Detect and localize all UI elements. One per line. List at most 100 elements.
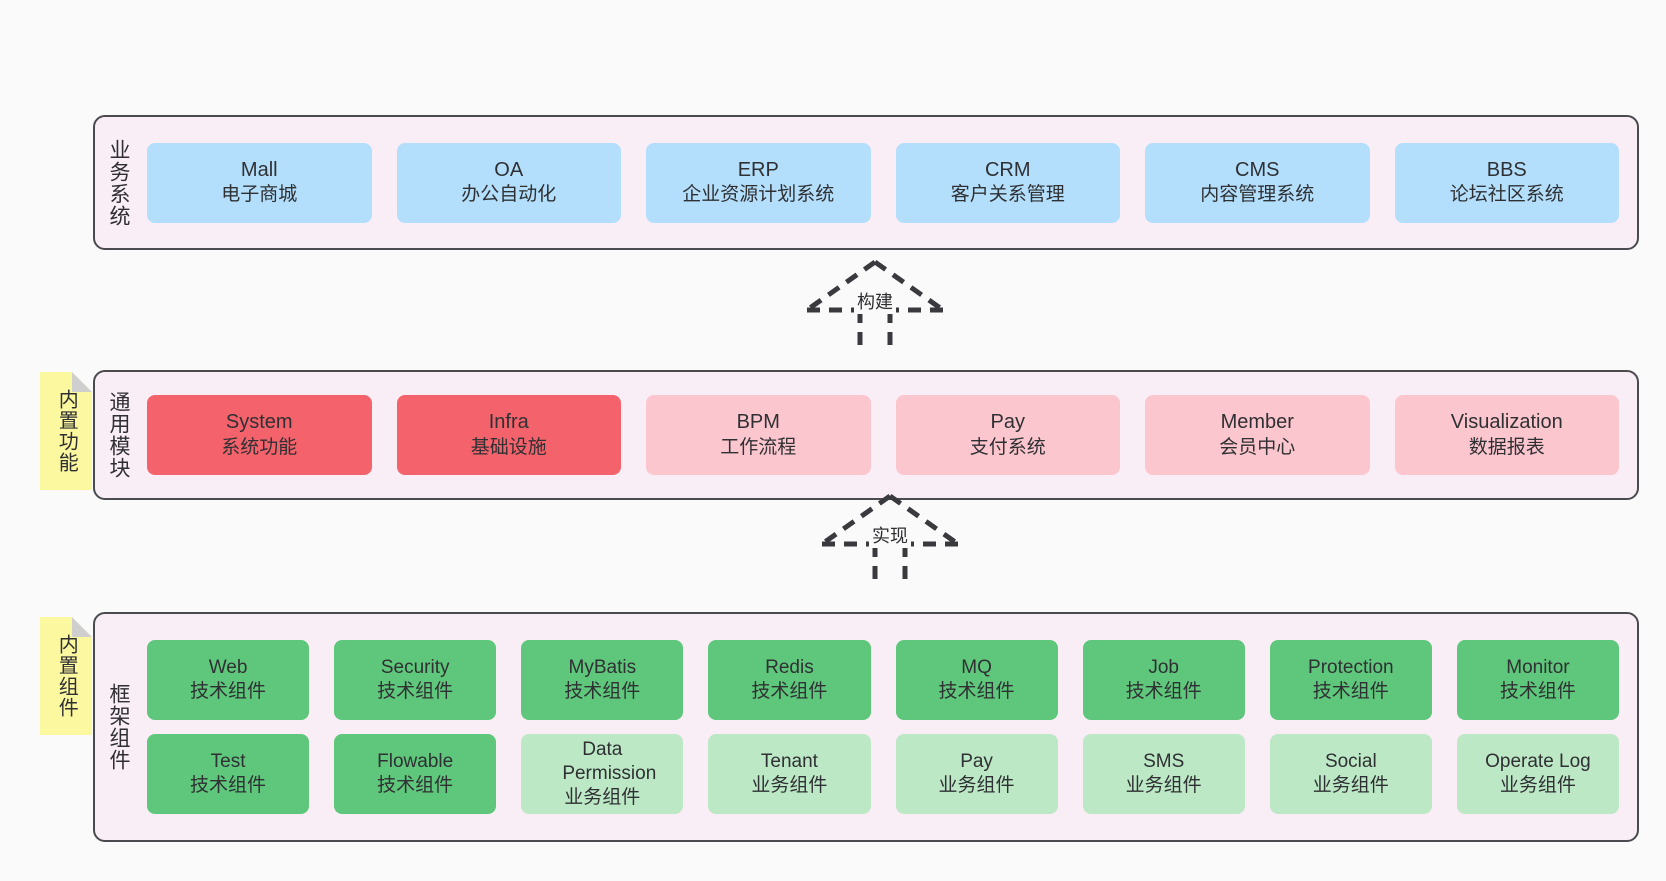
card-title: Tenant <box>760 750 818 772</box>
card-bpm[interactable]: BPM 工作流程 <box>646 395 871 475</box>
card-title: Protection <box>1308 656 1394 678</box>
card-web[interactable]: Web 技术组件 <box>147 640 310 720</box>
card-oa[interactable]: OA 办公自动化 <box>396 142 621 223</box>
note-label: 内置组件 <box>55 634 78 718</box>
card-member[interactable]: Member 会员中心 <box>1145 395 1370 475</box>
card-security[interactable]: Security 技术组件 <box>334 640 497 720</box>
card-title: Job <box>1148 656 1179 678</box>
card-subtitle: 内容管理系统 <box>1200 184 1315 206</box>
card-subtitle: 业务组件 <box>751 775 828 796</box>
card-title: Infra <box>488 411 529 434</box>
card-title: Security <box>380 656 450 678</box>
card-bbs[interactable]: BBS 论坛社区系统 <box>1394 142 1619 223</box>
card-title: CMS <box>1235 158 1280 181</box>
card-subtitle: 会员中心 <box>1219 436 1296 458</box>
card-subtitle: 技术组件 <box>1499 681 1576 702</box>
card-job[interactable]: Job 技术组件 <box>1082 640 1245 720</box>
layer-business-system-title: 业务系统 <box>106 138 130 227</box>
card-title: Test <box>210 750 246 772</box>
card-mybatis[interactable]: MyBatis 技术组件 <box>521 640 684 720</box>
card-title: MQ <box>961 656 992 678</box>
card-pay-component[interactable]: Pay 业务组件 <box>895 734 1058 814</box>
card-subtitle: 技术组件 <box>1125 681 1202 702</box>
note-fold-icon <box>72 617 92 637</box>
card-monitor[interactable]: Monitor 技术组件 <box>1456 640 1619 720</box>
card-subtitle: 电子商城 <box>221 184 298 206</box>
card-title: Operate Log <box>1485 750 1591 772</box>
card-subtitle: 办公自动化 <box>461 184 557 206</box>
card-flowable[interactable]: Flowable 技术组件 <box>334 734 497 814</box>
card-redis[interactable]: Redis 技术组件 <box>708 640 871 720</box>
card-subtitle: 技术组件 <box>1312 681 1389 702</box>
card-subtitle: 技术组件 <box>377 775 454 796</box>
layer-business-system-body: Mall 电子商城 OA 办公自动化 ERP 企业资源计划系统 CRM 客户关系… <box>141 117 1637 248</box>
card-subtitle: 业务组件 <box>1499 775 1576 796</box>
card-test[interactable]: Test 技术组件 <box>147 734 310 814</box>
generalization-arrow-icon <box>805 259 945 354</box>
card-subtitle: 业务组件 <box>564 787 641 809</box>
card-subtitle: 业务组件 <box>938 775 1015 796</box>
card-subtitle: 业务组件 <box>1312 775 1389 796</box>
card-subtitle: 企业资源计划系统 <box>682 184 835 206</box>
card-title: Visualization <box>1450 411 1563 434</box>
card-subtitle: 系统功能 <box>221 436 298 458</box>
card-title: ERP <box>737 158 779 181</box>
card-sms[interactable]: SMS 业务组件 <box>1082 734 1245 814</box>
generalization-arrow-icon <box>820 493 960 588</box>
card-pay-module[interactable]: Pay 支付系统 <box>895 395 1120 475</box>
card-title: OA <box>494 158 524 181</box>
card-title: BBS <box>1486 158 1527 181</box>
card-title: Social <box>1324 750 1377 772</box>
connector-build-label: 构建 <box>854 288 896 314</box>
card-row: Test 技术组件 Flowable 技术组件 Data Permission … <box>147 734 1619 814</box>
card-row: System 系统功能 Infra 基础设施 BPM 工作流程 Pay 支付系统… <box>147 395 1619 475</box>
card-infra[interactable]: Infra 基础设施 <box>396 395 621 475</box>
card-system[interactable]: System 系统功能 <box>147 395 372 475</box>
card-title: Redis <box>765 656 814 678</box>
card-tenant[interactable]: Tenant 业务组件 <box>708 734 871 814</box>
layer-framework-component-title: 框架组件 <box>106 683 130 771</box>
card-title: Monitor <box>1506 656 1570 678</box>
card-title: Web <box>208 656 248 678</box>
note-label: 内置功能 <box>55 389 78 473</box>
card-title: Mall <box>240 158 278 181</box>
layer-common-module-title: 通用模块 <box>106 391 130 479</box>
card-row: Mall 电子商城 OA 办公自动化 ERP 企业资源计划系统 CRM 客户关系… <box>147 142 1619 223</box>
note-fold-icon <box>72 372 92 392</box>
card-subtitle: 业务组件 <box>1125 775 1202 796</box>
card-title: BPM <box>736 411 780 434</box>
card-visualization[interactable]: Visualization 数据报表 <box>1394 395 1619 475</box>
card-operate-log[interactable]: Operate Log 业务组件 <box>1456 734 1619 814</box>
card-subtitle: 基础设施 <box>470 436 547 458</box>
note-builtin-component: 内置组件 <box>40 617 92 735</box>
layer-business-system: 业务系统 Mall 电子商城 OA 办公自动化 ERP 企业资源计划系统 CRM… <box>93 115 1639 250</box>
layer-framework-component-body: Web 技术组件 Security 技术组件 MyBatis 技术组件 Redi… <box>141 614 1637 840</box>
card-title: Pay <box>990 411 1025 434</box>
card-data-permission[interactable]: Data Permission 业务组件 <box>521 734 684 814</box>
layer-common-module: 通用模块 System 系统功能 Infra 基础设施 BPM 工作流程 Pay… <box>93 370 1639 500</box>
card-title: Flowable <box>377 750 454 772</box>
card-protection[interactable]: Protection 技术组件 <box>1269 640 1432 720</box>
card-cms[interactable]: CMS 内容管理系统 <box>1145 142 1370 223</box>
note-builtin-function: 内置功能 <box>40 372 92 490</box>
layer-framework-component: 框架组件 Web 技术组件 Security 技术组件 MyBatis 技术组件… <box>93 612 1639 842</box>
card-subtitle: 技术组件 <box>190 775 267 796</box>
card-title: System <box>225 411 293 434</box>
card-erp[interactable]: ERP 企业资源计划系统 <box>646 142 871 223</box>
card-crm[interactable]: CRM 客户关系管理 <box>895 142 1120 223</box>
card-title: SMS <box>1143 750 1185 772</box>
card-title: Pay <box>960 750 993 772</box>
card-subtitle: 技术组件 <box>751 681 828 702</box>
card-title: Member <box>1220 411 1294 434</box>
card-mall[interactable]: Mall 电子商城 <box>147 142 372 223</box>
connector-implement-label: 实现 <box>869 522 911 548</box>
card-subtitle: 技术组件 <box>377 681 454 702</box>
card-row: Web 技术组件 Security 技术组件 MyBatis 技术组件 Redi… <box>147 640 1619 720</box>
card-social[interactable]: Social 业务组件 <box>1269 734 1432 814</box>
card-title: CRM <box>984 158 1031 181</box>
card-subtitle: 工作流程 <box>720 436 797 458</box>
card-title: MyBatis <box>568 656 637 678</box>
card-mq[interactable]: MQ 技术组件 <box>895 640 1058 720</box>
card-subtitle: 论坛社区系统 <box>1449 184 1564 206</box>
